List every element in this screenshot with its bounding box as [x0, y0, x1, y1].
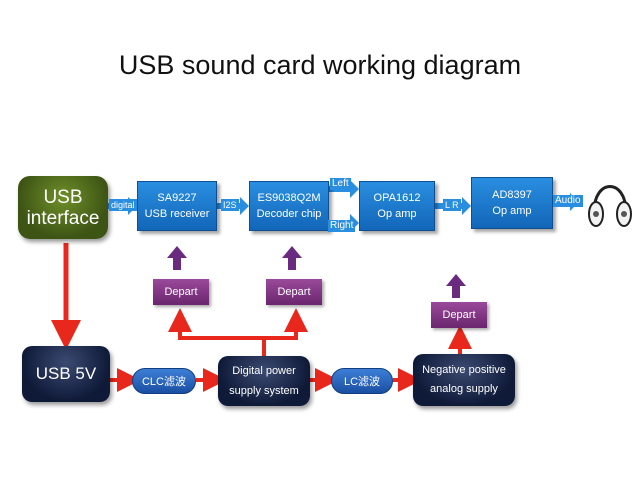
edge-label-audio: Audio	[553, 195, 583, 207]
usb-interface-line1: USB	[43, 186, 83, 208]
usb-interface-line2: interface	[26, 207, 100, 229]
usb-interface-node: USB interface	[18, 176, 108, 239]
edge-label-i2s: I2S	[221, 199, 239, 211]
digital-power-node: Digital power supply system	[218, 356, 310, 406]
es9038-line1: ES9038Q2M	[257, 192, 321, 204]
depart-box-sa9227: Depart	[153, 279, 209, 305]
ad8397-line2: Op amp	[492, 205, 532, 217]
sa9227-node: SA9227 USB receiver	[137, 181, 217, 231]
headphones-icon	[588, 185, 632, 227]
up-arrow-sa9227	[167, 246, 187, 270]
opa1612-line1: OPA1612	[373, 192, 421, 204]
edge-label-digital: digital	[109, 199, 137, 211]
opa1612-node: OPA1612 Op amp	[359, 181, 435, 231]
up-arrow-es9038	[282, 246, 302, 270]
sa9227-line1: SA9227	[157, 192, 197, 204]
negative-positive-node: Negative positive analog supply	[413, 354, 515, 406]
ad8397-node: AD8397 Op amp	[471, 177, 553, 229]
edge-label-right: Right	[328, 220, 356, 232]
clc-filter-pill: CLC滤波	[132, 368, 196, 394]
depart-box-neg-pos: Depart	[431, 302, 487, 328]
negative-positive-line1: Negative positive	[422, 364, 506, 376]
sa9227-line2: USB receiver	[144, 208, 210, 220]
page-title: USB sound card working diagram	[118, 50, 522, 80]
up-arrow-neg-pos	[446, 274, 466, 298]
negative-positive-line2: analog supply	[430, 383, 498, 395]
digital-power-line2: supply system	[229, 385, 299, 397]
lc-filter-pill: LC滤波	[331, 368, 393, 394]
usb-5v-node: USB 5V	[22, 346, 110, 402]
usb-5v-label: USB 5V	[35, 364, 97, 383]
es9038-line2: Decoder chip	[256, 208, 322, 220]
ad8397-line1: AD8397	[492, 189, 532, 201]
depart-box-es9038: Depart	[266, 279, 322, 305]
digital-power-line1: Digital power	[232, 365, 296, 377]
edge-label-left: Left	[330, 178, 351, 190]
opa1612-line2: Op amp	[377, 208, 417, 220]
es9038-node: ES9038Q2M Decoder chip	[249, 181, 329, 231]
edge-label-lr: L R	[443, 199, 461, 211]
